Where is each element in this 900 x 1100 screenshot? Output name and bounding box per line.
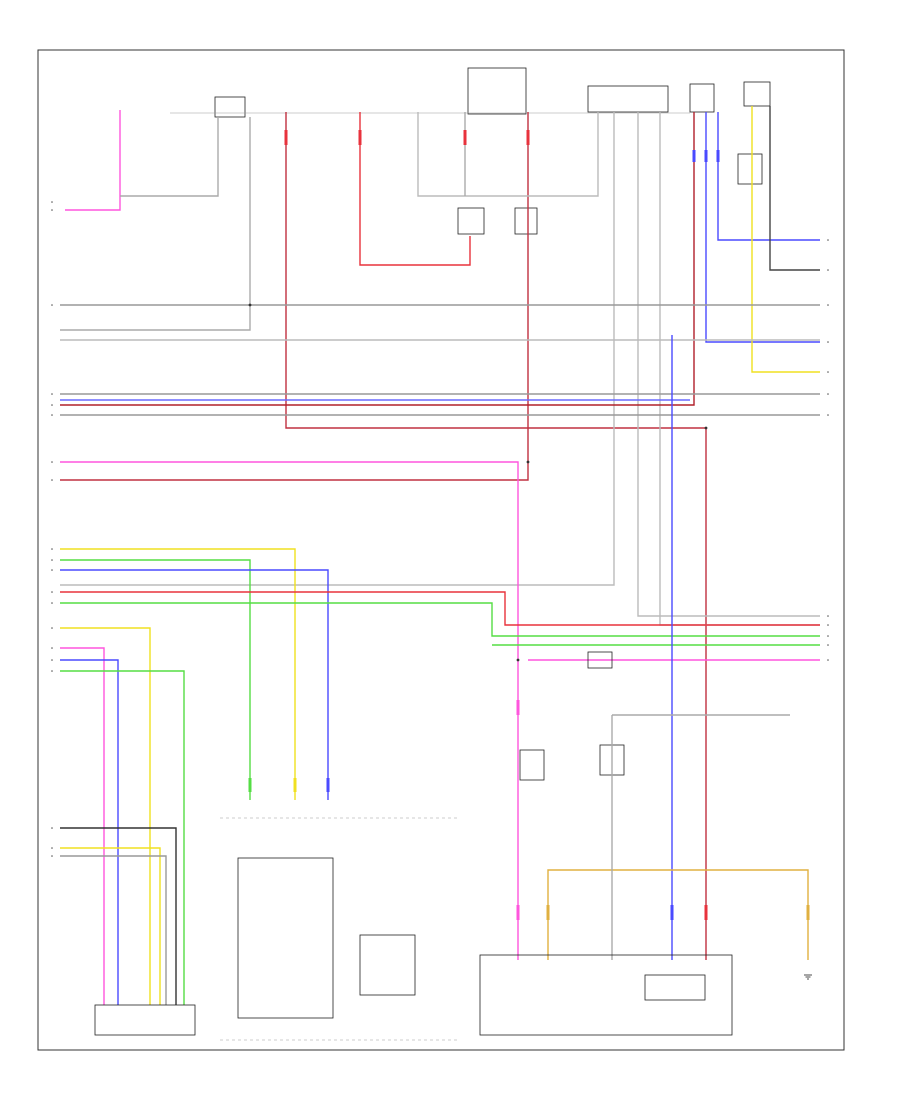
bottom-components <box>94 817 733 1041</box>
meter-inner <box>644 974 706 1001</box>
junction-dot-icon <box>248 303 252 307</box>
wire-yellow <box>60 548 296 800</box>
wire-gray <box>417 112 599 197</box>
wire-dark-red <box>60 112 529 481</box>
component-block <box>689 83 715 113</box>
wire-dark-red <box>60 112 695 406</box>
wire-gray <box>637 112 820 617</box>
wire-dark-red <box>285 112 707 960</box>
middle-left-wires <box>60 548 820 1005</box>
relay-block <box>514 207 538 235</box>
wire-yellow <box>60 627 151 1005</box>
wire-gray <box>60 117 251 331</box>
wire-blue <box>705 112 820 343</box>
connector-pins <box>248 130 810 920</box>
wire-yellow <box>60 847 161 1005</box>
relay-block <box>737 153 763 185</box>
switch-block <box>359 934 416 996</box>
wire-gray <box>60 855 167 1005</box>
right-edge-terminals <box>827 239 829 661</box>
horizontal-wires <box>60 304 820 960</box>
junction-dot-icon <box>516 658 520 662</box>
left-edge-terminals <box>51 201 53 857</box>
component-block <box>214 96 246 118</box>
wire-black <box>60 827 177 1005</box>
wire-blue <box>60 569 329 800</box>
component-block <box>467 67 527 115</box>
wire-blue <box>717 112 820 241</box>
connector-block <box>94 1004 196 1036</box>
wire-pink <box>60 647 105 1005</box>
wire-orange <box>547 869 809 960</box>
junction-dot-icon <box>526 460 530 464</box>
wire-gray <box>60 112 615 586</box>
junction-dots <box>248 303 708 662</box>
combination-switch-block <box>237 857 334 1019</box>
component-block <box>587 85 669 113</box>
wire-red <box>359 112 471 266</box>
junction-dot-icon <box>704 426 708 430</box>
wire-pink <box>60 461 519 960</box>
wire-black <box>769 106 820 271</box>
component-block <box>743 81 771 107</box>
wire-gray <box>120 117 219 197</box>
top-vertical-wires <box>60 106 820 960</box>
diagram-frame <box>37 49 845 1051</box>
wire-green <box>60 559 251 800</box>
relay-block <box>519 749 545 781</box>
meter-block <box>479 954 733 1036</box>
wire-green <box>60 670 185 1005</box>
wire-pink <box>65 110 121 211</box>
wire-green <box>60 602 820 637</box>
top-components <box>170 67 771 235</box>
middle-right-wires <box>519 335 820 960</box>
wire-gray <box>659 112 820 626</box>
fuse-block <box>587 651 613 669</box>
wire-blue <box>60 659 119 1005</box>
relay-block <box>457 207 485 235</box>
wire-red <box>60 591 820 626</box>
wire-yellow <box>751 106 820 373</box>
ground-icon <box>804 974 812 980</box>
